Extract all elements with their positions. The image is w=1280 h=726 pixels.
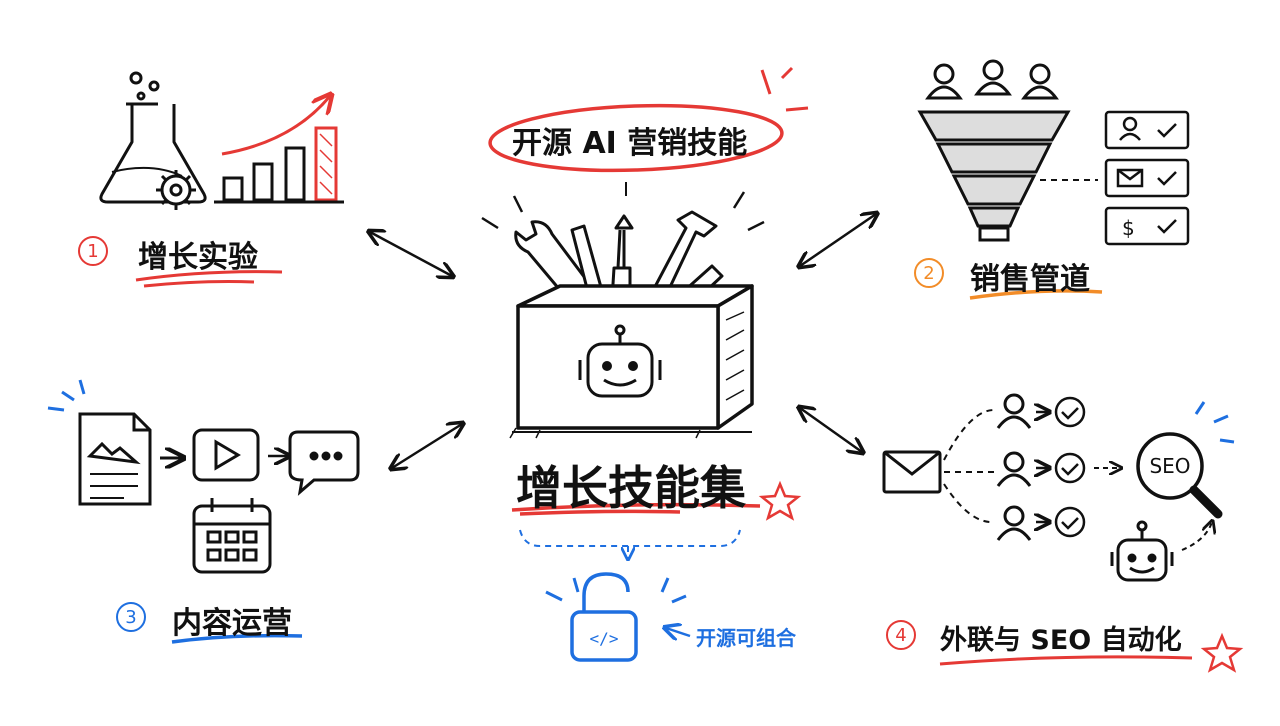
- robot-icon: [1110, 520, 1174, 582]
- seo-magnifier-icon: SEO: [1136, 432, 1223, 519]
- attention-marks: [47, 379, 86, 412]
- unlocked-padlock-icon: </>: [570, 572, 638, 662]
- user-contact-icon: [996, 393, 1032, 541]
- sparkle-marks: [481, 191, 765, 232]
- section-3-number: 3: [116, 602, 146, 632]
- section-4-label: 外联与 SEO 自动化: [940, 625, 1182, 656]
- seo-text: SEO: [1149, 454, 1190, 478]
- center-title: 增长技能集: [516, 461, 746, 515]
- dollar-check-card: $: [1104, 206, 1190, 246]
- connector-arrows: [370, 214, 876, 468]
- mail-icon: [882, 450, 942, 494]
- people-icon: [925, 59, 1059, 100]
- star-icon: [1200, 632, 1244, 673]
- user-check-card: [1104, 110, 1190, 150]
- star-icon: [758, 480, 802, 521]
- gear-icon: [156, 170, 196, 210]
- open-source-note: 开源可组合: [696, 626, 796, 650]
- label-underline: [135, 270, 283, 288]
- section-4-number: 4: [886, 620, 916, 650]
- title-underline: [511, 502, 761, 516]
- flask-icon: [99, 71, 207, 204]
- mail-check-card: [1104, 158, 1190, 198]
- dollar-icon: $: [1122, 216, 1135, 240]
- code-icon: </>: [590, 629, 619, 648]
- calendar-icon: [192, 498, 272, 574]
- check-circle-icon: [1036, 396, 1086, 538]
- section-2-label: 销售管道: [970, 262, 1090, 297]
- label-underline: [969, 289, 1103, 300]
- sparkle-marks: [760, 66, 809, 112]
- label-underline: [171, 633, 303, 644]
- chat-bubble-icon: [288, 430, 360, 496]
- funnel-icon: [917, 110, 1071, 242]
- document-icon: [78, 412, 152, 506]
- robot-icon: [578, 324, 662, 398]
- outreach-branches: [943, 409, 995, 524]
- label-underline: [939, 655, 1193, 666]
- sparkle-marks: [545, 577, 687, 604]
- dashed-bracket: [519, 529, 741, 558]
- section-3-label: 内容运营: [172, 606, 292, 641]
- banner-label: 开源 AI 营销技能: [512, 126, 748, 161]
- section-1-label: 增长实验: [138, 240, 258, 275]
- growth-chart-icon: [214, 96, 344, 204]
- section-2-number: 2: [914, 258, 944, 288]
- banner-outline: [488, 103, 784, 173]
- video-play-icon: [192, 428, 260, 482]
- section-1-number: 1: [78, 236, 108, 266]
- attention-marks: [1194, 401, 1235, 444]
